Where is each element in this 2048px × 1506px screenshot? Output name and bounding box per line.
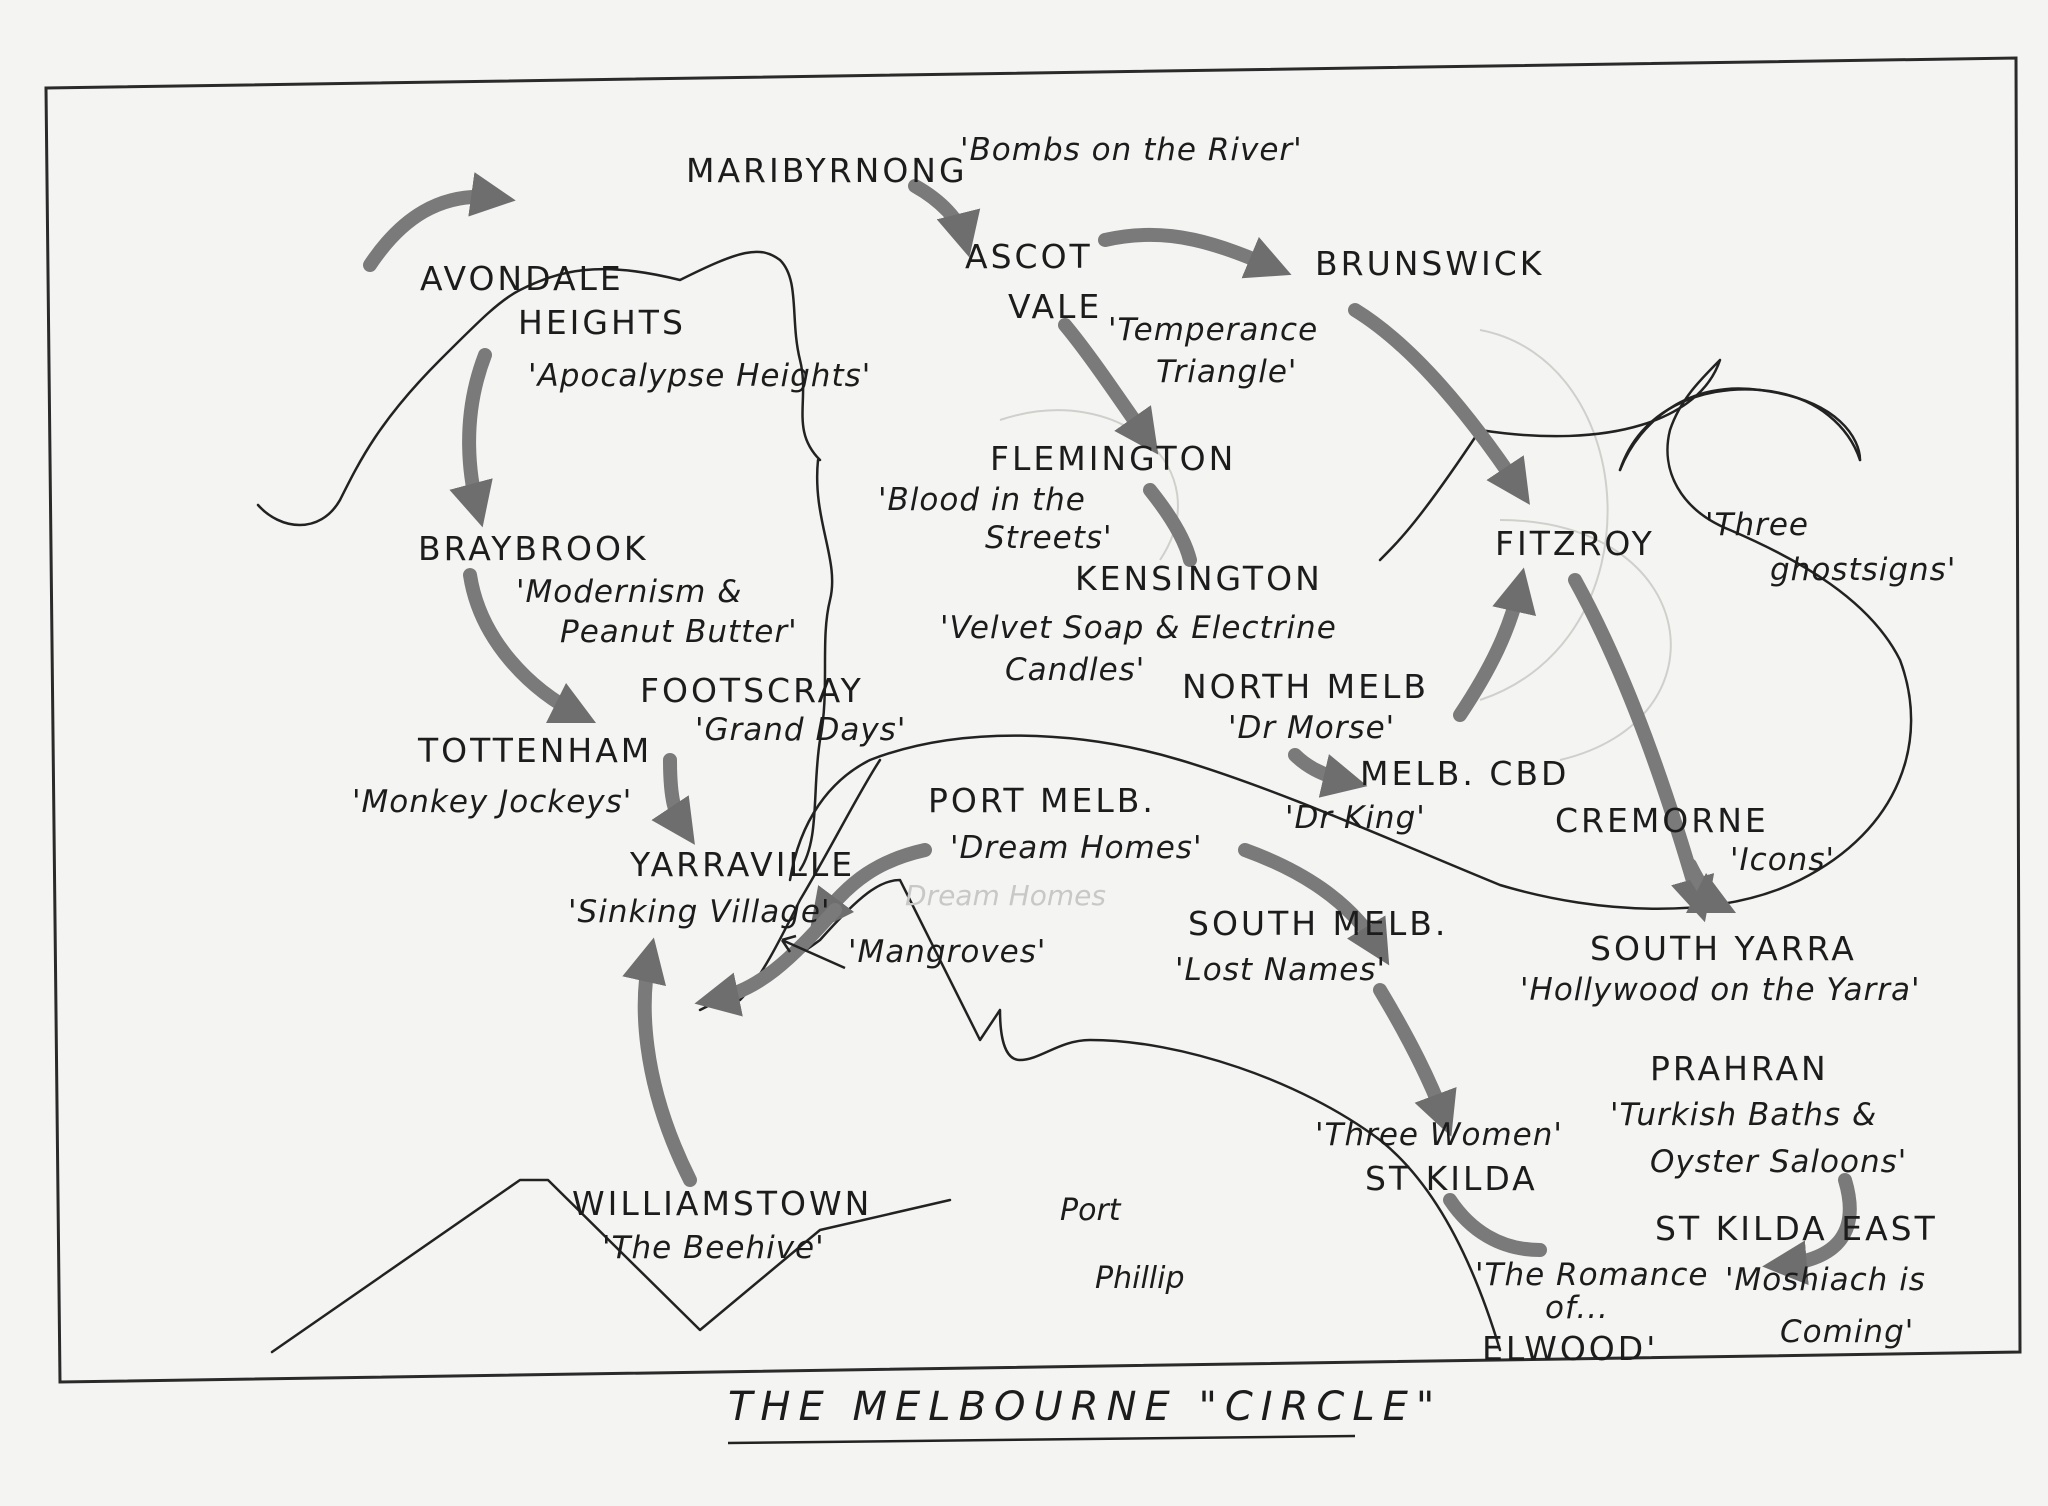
nickname-flemington-2: Streets'	[985, 520, 1113, 556]
title-underline	[727, 1434, 1356, 1445]
label-maribyrnong: MARIBYRNONG	[686, 151, 968, 190]
nickname-yarraville: 'Sinking Village'	[568, 894, 831, 930]
map-frame	[44, 56, 2022, 1384]
label-north-melb: NORTH MELB	[1182, 667, 1429, 706]
label-brunswick: BRUNSWICK	[1315, 244, 1544, 283]
label-port: Port	[1060, 1193, 1122, 1228]
label-yarraville: YARRAVILLE	[629, 845, 855, 884]
label-footscray: FOOTSCRAY	[640, 671, 864, 710]
nickname-footscray: 'Grand Days'	[695, 712, 906, 748]
label-cremorne: CREMORNE	[1555, 801, 1769, 840]
nickname-south-melb: 'Lost Names'	[1175, 952, 1386, 988]
nickname-melb-cbd: 'Dr King'	[1285, 800, 1426, 836]
nickname-kensington-2: Candles'	[1005, 652, 1145, 688]
label-williamstown: WILLIAMSTOWN	[572, 1184, 872, 1223]
label-prahran: PRAHRAN	[1650, 1049, 1829, 1088]
label-tottenham: TOTTENHAM	[417, 731, 652, 770]
faint-erased-text: Dream Homes	[905, 879, 1106, 912]
nickname-ascot-1: 'Temperance	[1108, 312, 1318, 348]
nickname-maribyrnong: 'Bombs on the River'	[960, 132, 1303, 168]
nickname-st-kilda-east-2: Coming'	[1780, 1314, 1914, 1350]
label-fitzroy: FITZROY	[1495, 524, 1655, 563]
label-heights: HEIGHTS	[518, 303, 686, 342]
nickname-kensington-1: 'Velvet Soap & Electrine	[940, 610, 1337, 646]
map-title: THE MELBOURNE "CIRCLE"	[728, 1384, 1442, 1430]
nickname-braybrook-1: 'Modernism &	[516, 574, 742, 610]
label-flemington: FLEMINGTON	[990, 439, 1236, 478]
label-ascot: ASCOT	[965, 237, 1093, 276]
nickname-cremorne: 'Icons'	[1730, 842, 1835, 878]
nickname-north-melb: 'Dr Morse'	[1228, 710, 1395, 746]
williamstown-peninsula	[270, 1178, 952, 1354]
label-vale: VALE	[1008, 287, 1102, 326]
nickname-ascot-2: Triangle'	[1156, 354, 1297, 390]
mangroves-pointer	[780, 934, 846, 970]
place-labels: MARIBYRNONG 'Bombs on the River' AVONDAL…	[352, 132, 1956, 1368]
label-south-melb: SOUTH MELB.	[1188, 904, 1448, 943]
label-st-kilda-east: ST KILDA EAST	[1655, 1209, 1938, 1248]
eastern-shoreline	[1618, 388, 1862, 472]
nickname-port-melb: 'Dream Homes'	[950, 830, 1202, 866]
label-braybrook: BRAYBROOK	[418, 529, 649, 568]
label-st-kilda: ST KILDA	[1365, 1159, 1538, 1198]
label-port-melb: PORT MELB.	[928, 781, 1156, 820]
nickname-braybrook-2: Peanut Butter'	[560, 614, 798, 650]
maribyrnong-river	[256, 250, 834, 872]
label-phillip: Phillip	[1095, 1261, 1185, 1296]
label-south-yarra: SOUTH YARRA	[1590, 929, 1857, 968]
nickname-mangroves: 'Mangroves'	[848, 934, 1046, 970]
nickname-flemington-1: 'Blood in the	[878, 482, 1086, 518]
nickname-tottenham: 'Monkey Jockeys'	[352, 784, 632, 820]
nickname-elwood-1: 'The Romance	[1475, 1257, 1709, 1293]
label-melb-cbd: MELB. CBD	[1360, 754, 1569, 793]
nickname-elwood-2: of...	[1545, 1290, 1609, 1326]
route-arrows	[363, 172, 1857, 1286]
nickname-avondale: 'Apocalypse Heights'	[528, 358, 871, 394]
nickname-fitzroy-2: ghostsigns'	[1770, 552, 1956, 588]
nickname-williamstown: 'The Beehive'	[602, 1230, 825, 1266]
label-kensington: KENSINGTON	[1075, 559, 1323, 598]
nickname-fitzroy-1: 'Three	[1705, 507, 1809, 543]
nickname-prahran-2: Oyster Saloons'	[1650, 1144, 1907, 1180]
nickname-south-yarra: 'Hollywood on the Yarra'	[1520, 972, 1920, 1008]
nickname-st-kilda: 'Three Women'	[1315, 1117, 1563, 1153]
nickname-st-kilda-east-1: 'Moshiach is	[1725, 1262, 1926, 1298]
label-avondale: AVONDALE	[420, 259, 624, 298]
label-elwood: ELWOOD'	[1482, 1329, 1658, 1368]
nickname-prahran-1: 'Turkish Baths &	[1610, 1097, 1877, 1133]
